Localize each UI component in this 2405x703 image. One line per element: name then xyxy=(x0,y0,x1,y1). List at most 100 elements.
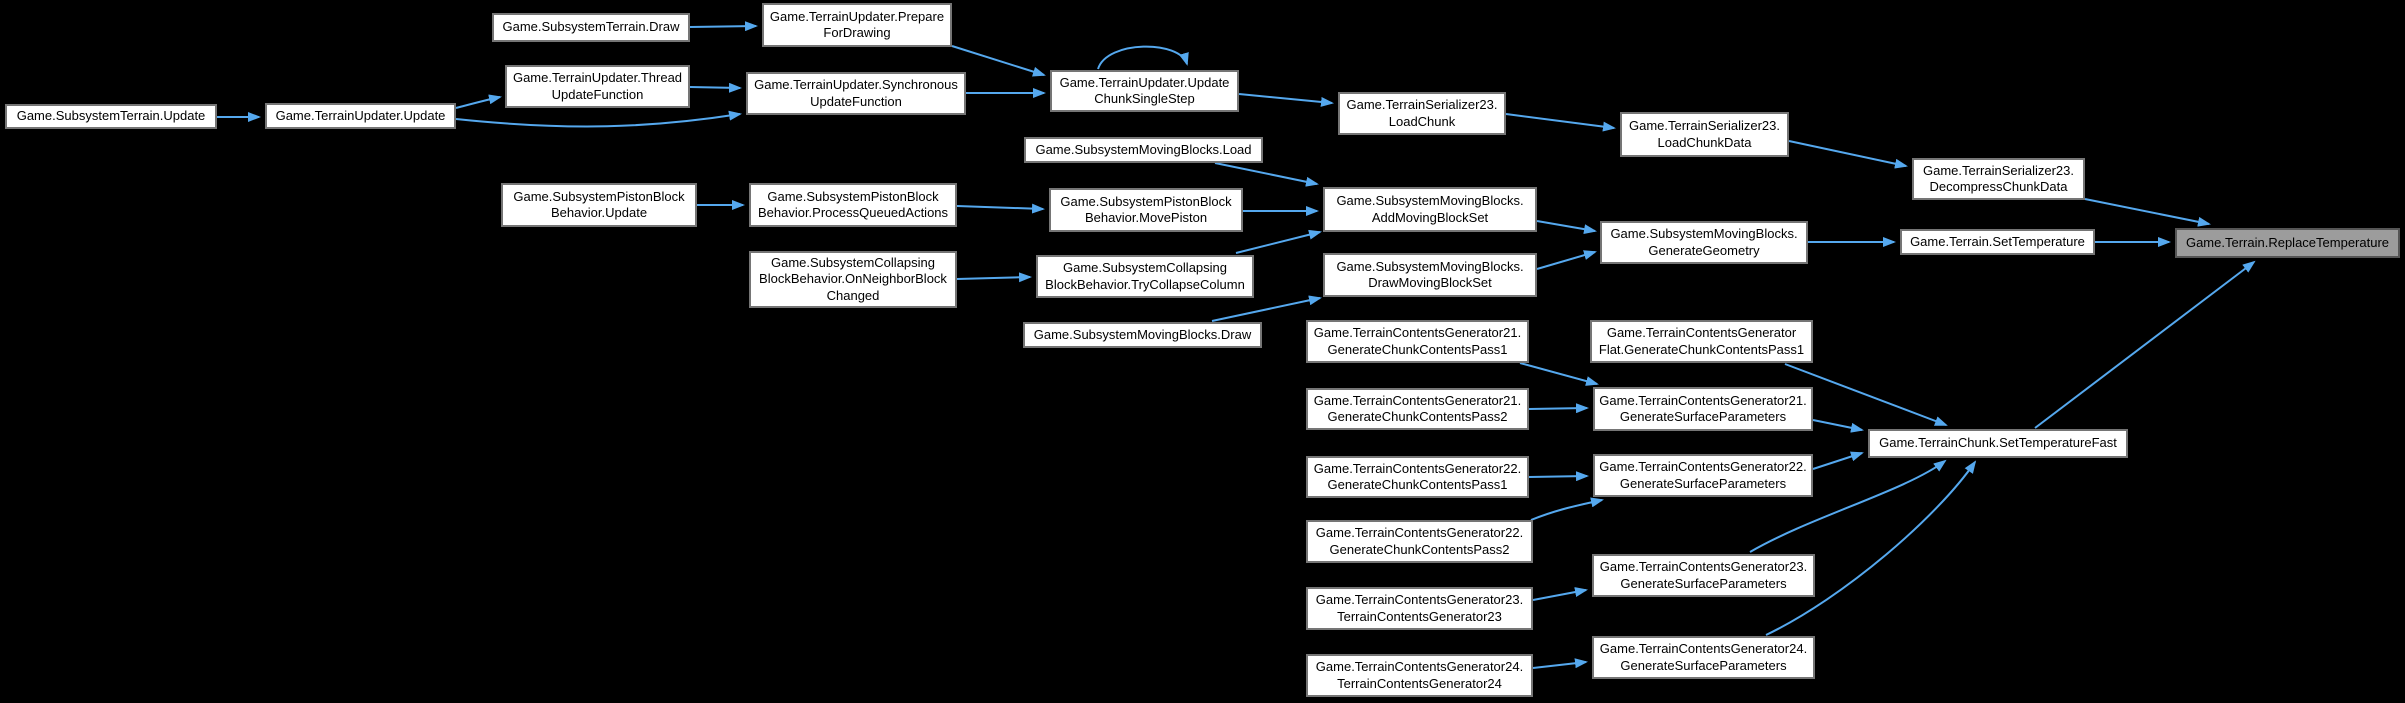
node-set-temperature[interactable]: Game.Terrain.SetTemperature xyxy=(1900,229,2095,255)
node-label-line: LoadChunkData xyxy=(1657,134,1752,150)
node-label-line: Game.TerrainUpdater.Prepare xyxy=(769,8,945,24)
node-gen22-pass1[interactable]: Game.TerrainContentsGenerator22.Generate… xyxy=(1306,456,1529,498)
edge-gen23-surface-params-set-temperature-fast xyxy=(1749,459,1947,553)
node-gen23-ctor[interactable]: Game.TerrainContentsGenerator23.TerrainC… xyxy=(1306,587,1533,630)
node-label-line: DecompressChunkData xyxy=(1929,179,2068,194)
edge-gen22-pass1-gen22-surface-params xyxy=(1528,471,1589,482)
node-label-line: TerrainContentsGenerator24 xyxy=(1337,675,1502,691)
node-label-line: Game.Terrain.SetTemperature xyxy=(1910,233,2085,249)
node-label-line: GenerateSurfaceParameters xyxy=(1619,409,1787,424)
edge-gen-flat-pass1-set-temperature-fast xyxy=(1784,363,1948,426)
node-replace-temperature: Game.Terrain.ReplaceTemperature xyxy=(2175,228,2400,258)
node-subsystem-terrain-draw[interactable]: Game.SubsystemTerrain.Draw xyxy=(492,13,690,42)
node-subsystem-terrain-update[interactable]: Game.SubsystemTerrain.Update xyxy=(5,104,217,129)
node-gen24-ctor[interactable]: Game.TerrainContentsGenerator24.TerrainC… xyxy=(1306,654,1533,697)
node-label-line: BlockBehavior.TryCollapseColumn xyxy=(1045,276,1245,292)
node-label-line: Changed xyxy=(826,287,880,303)
node-label-line: BlockBehavior.OnNeighborBlock xyxy=(759,271,947,287)
node-label-line: Game.TerrainContentsGenerator23. xyxy=(1315,592,1524,608)
node-label-line: Game.TerrainUpdater.Thread xyxy=(512,70,683,86)
edge-subsystem-terrain-draw-prepare-for-drawing xyxy=(689,21,758,32)
node-label-line: Game.Terrain.ReplaceTemperature xyxy=(2185,234,2390,250)
node-gen22-surface-params[interactable]: Game.TerrainContentsGenerator22.Generate… xyxy=(1593,454,1813,497)
node-label-line: GenerateChunkContentsPass1 xyxy=(1327,477,1508,492)
node-label-line: ChunkSingleStep xyxy=(1094,91,1195,106)
edge-gen21-pass1-gen21-surface-params xyxy=(1519,362,1599,386)
node-gen24-surface-params[interactable]: Game.TerrainContentsGenerator24.Generate… xyxy=(1592,636,1815,679)
node-decompress-chunk-data[interactable]: Game.TerrainSerializer23.DecompressChunk… xyxy=(1912,158,2085,200)
edge-terrain-updater-update-synchronous-update-function xyxy=(455,110,742,128)
node-label-line: Game.TerrainContentsGenerator24. xyxy=(1315,659,1524,675)
node-label-line: Game.TerrainContentsGenerator22. xyxy=(1313,460,1522,476)
node-label-line: Game.TerrainUpdater.Update xyxy=(1059,74,1230,90)
edge-decompress-chunk-data-replace-temperature xyxy=(2084,198,2211,227)
edge-moving-blocks-draw-draw-moving-block-set xyxy=(1211,295,1322,322)
node-generate-geometry[interactable]: Game.SubsystemMovingBlocks.GenerateGeome… xyxy=(1600,221,1808,264)
node-label-line: Game.TerrainContentsGenerator23. xyxy=(1599,559,1808,575)
node-gen23-surface-params[interactable]: Game.TerrainContentsGenerator23.Generate… xyxy=(1592,554,1815,597)
node-load-chunk-data[interactable]: Game.TerrainSerializer23.LoadChunkData xyxy=(1620,112,1789,157)
node-label-line: Game.TerrainContentsGenerator21. xyxy=(1313,325,1522,341)
node-label-line: Game.SubsystemPistonBlock xyxy=(1060,193,1232,209)
node-load-chunk[interactable]: Game.TerrainSerializer23.LoadChunk xyxy=(1338,92,1506,135)
node-label-line: Flat.GenerateChunkContentsPass1 xyxy=(1598,341,1805,357)
node-set-temperature-fast[interactable]: Game.TerrainChunk.SetTemperatureFast xyxy=(1868,429,2128,458)
edge-gen24-ctor-gen24-surface-params xyxy=(1532,658,1588,669)
edge-thread-update-function-synchronous-update-function xyxy=(689,82,742,93)
edge-add-moving-block-set-generate-geometry xyxy=(1536,220,1597,235)
edge-gen22-pass2-gen22-surface-params xyxy=(1530,497,1604,521)
edge-try-collapse-column-add-moving-block-set xyxy=(1235,229,1322,254)
node-draw-moving-block-set[interactable]: Game.SubsystemMovingBlocks.DrawMovingBlo… xyxy=(1323,253,1537,297)
node-label-line: Behavior.ProcessQueuedActions xyxy=(757,205,949,220)
node-label-line: LoadChunk xyxy=(1388,113,1456,129)
node-label-line: Game.TerrainContentsGenerator24. xyxy=(1599,641,1808,657)
edge-terrain-updater-update-thread-update-function xyxy=(455,94,502,109)
edge-on-neighbor-block-changed-try-collapse-column xyxy=(956,272,1032,283)
node-label-line: Game.SubsystemMovingBlocks. xyxy=(1336,258,1524,274)
edge-process-queued-actions-move-piston xyxy=(956,203,1045,214)
node-label-line: Game.TerrainUpdater.Update xyxy=(275,107,446,123)
node-gen21-pass2[interactable]: Game.TerrainContentsGenerator21.Generate… xyxy=(1306,388,1529,430)
node-moving-blocks-load[interactable]: Game.SubsystemMovingBlocks.Load xyxy=(1024,137,1263,163)
node-gen21-pass1[interactable]: Game.TerrainContentsGenerator21.Generate… xyxy=(1306,320,1529,363)
node-label-line: GenerateChunkContentsPass2 xyxy=(1327,409,1508,424)
node-label-line: Game.SubsystemPistonBlock xyxy=(767,188,939,204)
node-label-line: Game.SubsystemTerrain.Update xyxy=(16,108,206,124)
node-label-line: UpdateFunction xyxy=(551,86,644,102)
edge-set-temperature-fast-replace-temperature xyxy=(2034,260,2256,429)
node-gen22-pass2[interactable]: Game.TerrainContentsGenerator22.Generate… xyxy=(1306,520,1533,563)
node-label-line: Game.SubsystemCollapsing xyxy=(1062,260,1228,276)
node-add-moving-block-set[interactable]: Game.SubsystemMovingBlocks.AddMovingBloc… xyxy=(1323,187,1537,232)
node-moving-blocks-draw[interactable]: Game.SubsystemMovingBlocks.Draw xyxy=(1023,322,1262,348)
edge-gen24-surface-params-set-temperature-fast xyxy=(1765,460,1977,636)
node-terrain-updater-update[interactable]: Game.TerrainUpdater.Update xyxy=(265,103,456,129)
node-label-line: Game.TerrainContentsGenerator21. xyxy=(1313,392,1522,408)
edge-update-chunk-single-step-load-chunk xyxy=(1238,93,1334,107)
node-label-line: Game.TerrainUpdater.Synchronous xyxy=(754,77,958,93)
node-label-line: TerrainContentsGenerator23 xyxy=(1337,608,1502,624)
node-gen21-surface-params[interactable]: Game.TerrainContentsGenerator21.Generate… xyxy=(1593,387,1813,431)
edge-draw-moving-block-set-generate-geometry xyxy=(1536,250,1597,270)
edge-gen21-pass2-gen21-surface-params xyxy=(1528,403,1589,414)
node-label-line: Game.TerrainSerializer23. xyxy=(1922,162,2074,178)
edge-update-chunk-single-step-update-chunk-single-step xyxy=(1097,45,1189,70)
node-label-line: Behavior.MovePiston xyxy=(1084,210,1208,225)
node-label-line: GenerateChunkContentsPass2 xyxy=(1329,541,1510,557)
edge-moving-blocks-load-add-moving-block-set xyxy=(1214,162,1319,187)
node-label-line: Game.TerrainSerializer23. xyxy=(1628,118,1780,134)
node-label-line: GenerateChunkContentsPass1 xyxy=(1327,341,1508,357)
node-label-line: Game.TerrainSerializer23. xyxy=(1346,97,1498,113)
node-label-line: GenerateGeometry xyxy=(1648,242,1760,258)
